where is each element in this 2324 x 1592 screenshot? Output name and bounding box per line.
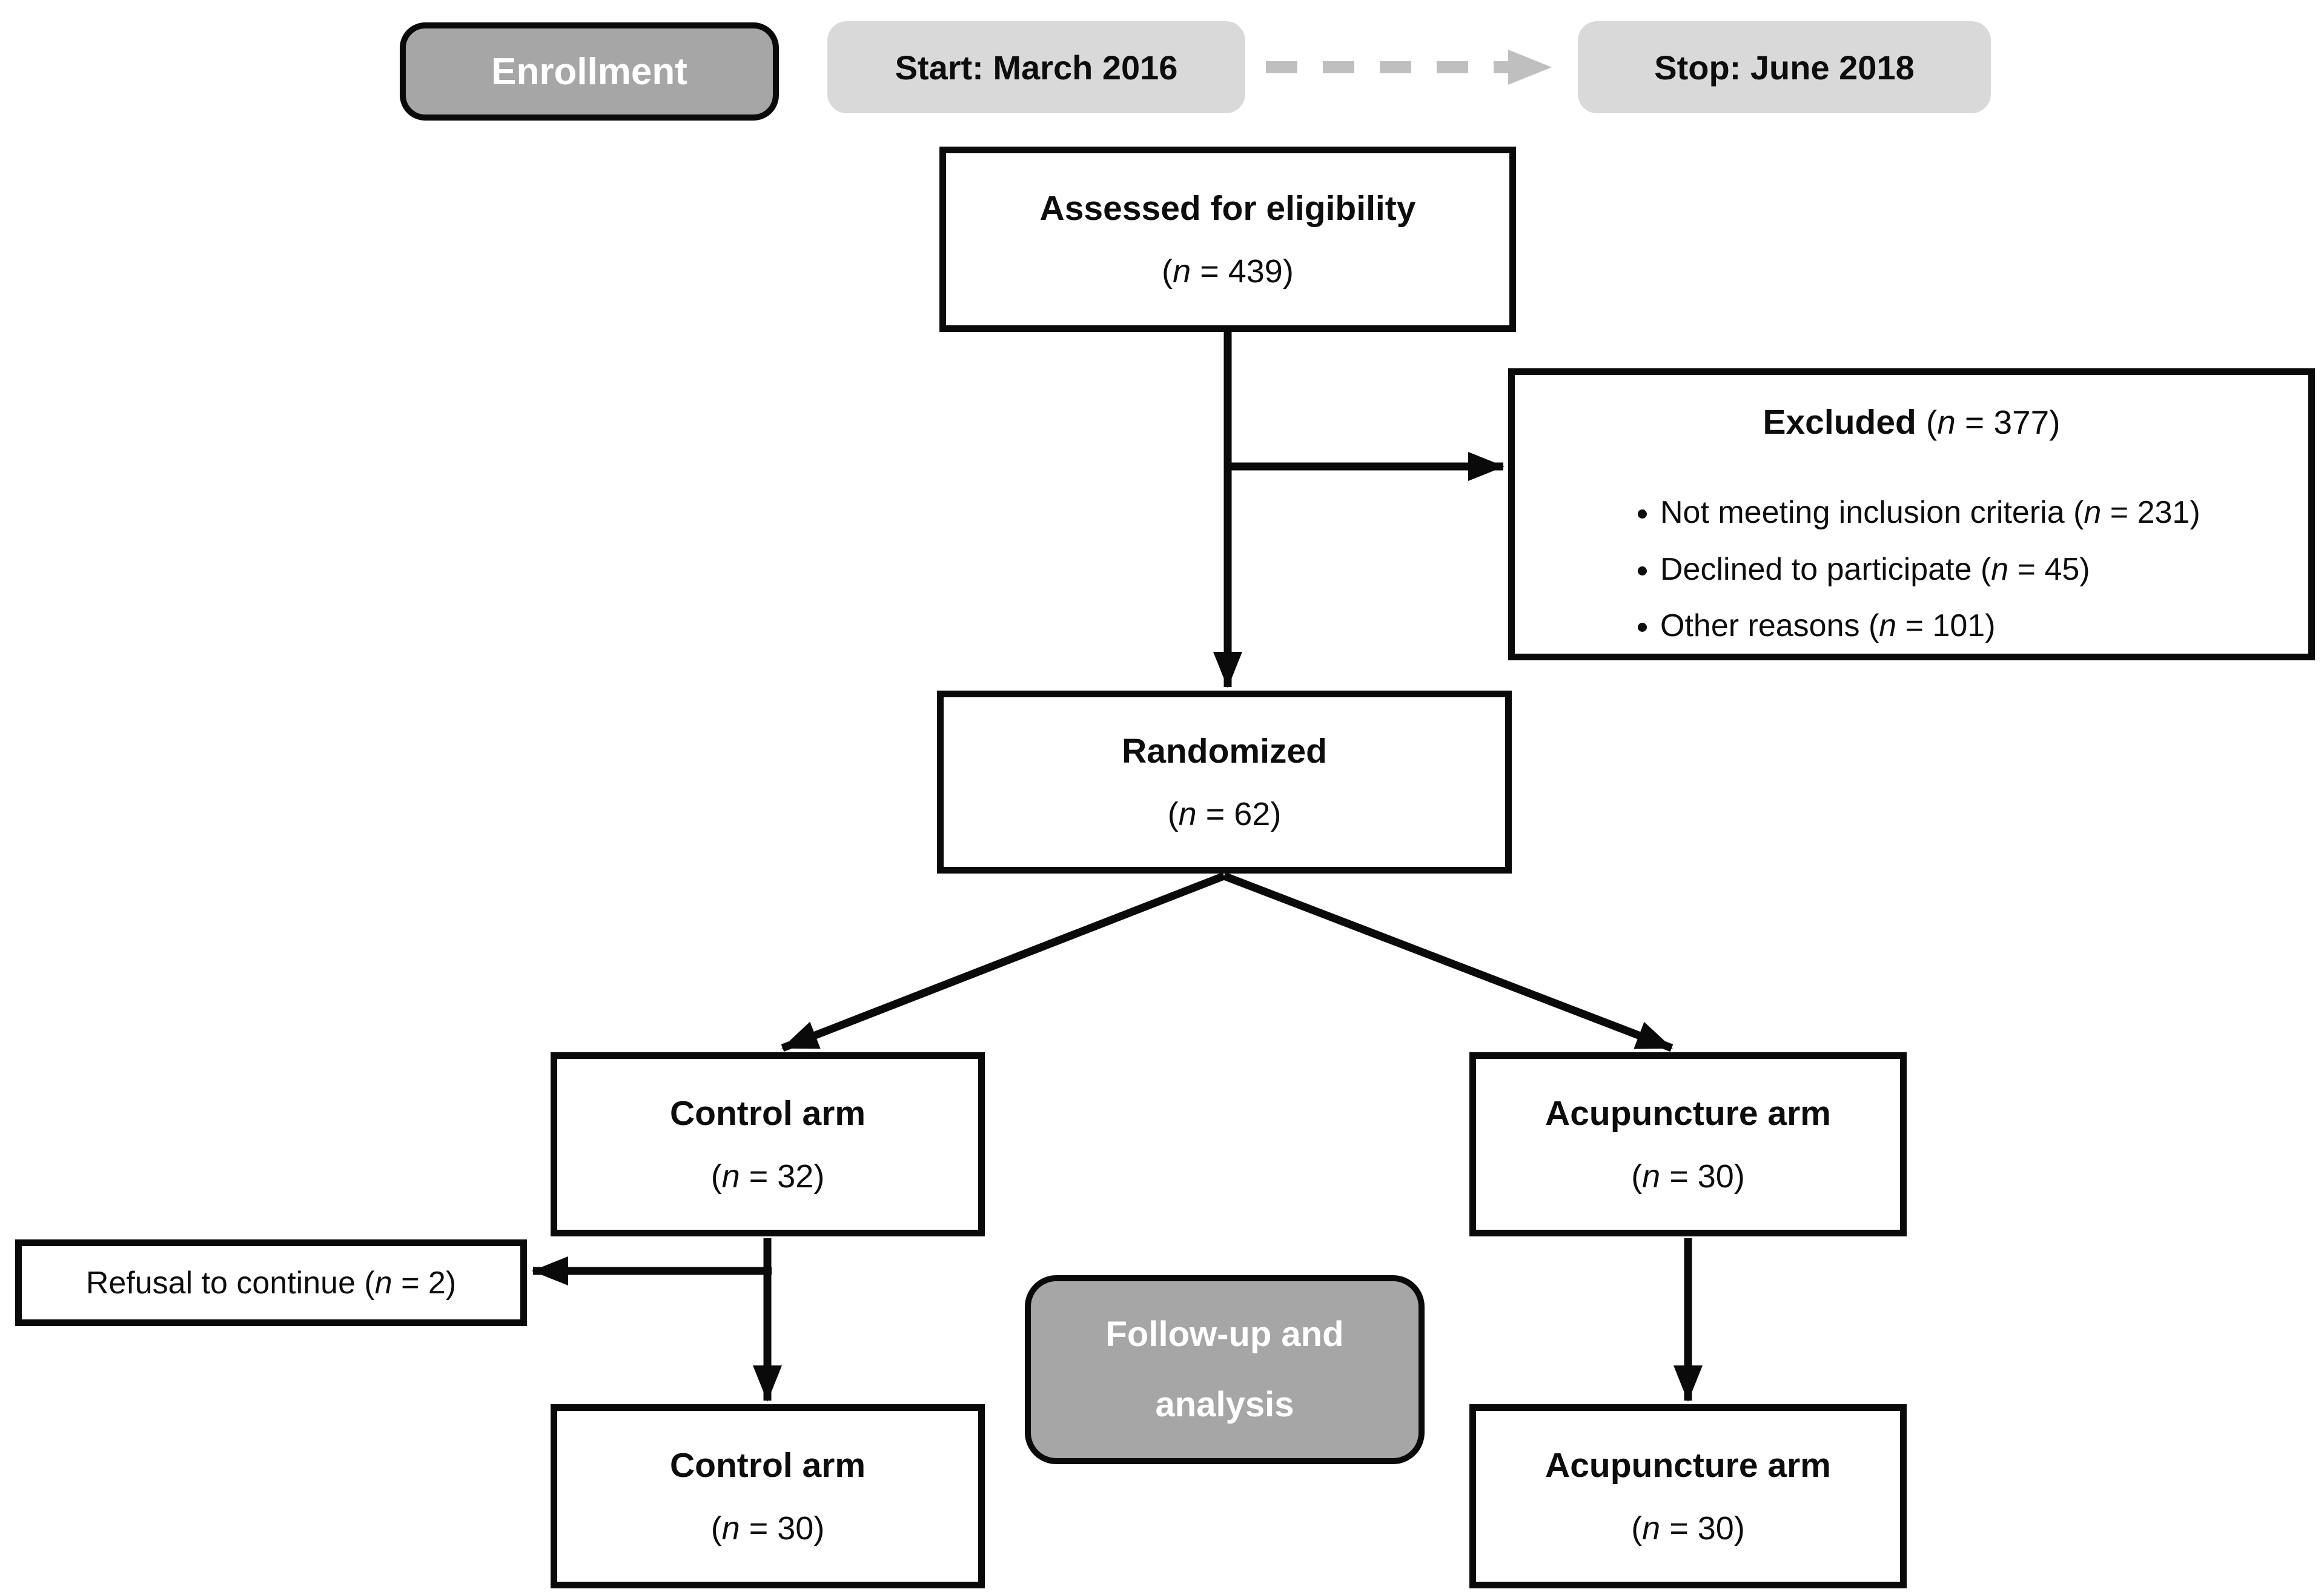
stop-date-chip: Stop: June 2018 [1578,21,1991,113]
acupuncture-arm-final-node: Acupuncture arm (n = 30) [1469,1404,1907,1588]
arrow-randomized-to-control [781,872,1226,1052]
acupuncture-arm-final-title: Acupuncture arm [1545,1445,1831,1485]
start-date-label: Start: March 2016 [895,48,1178,87]
start-date-chip: Start: March 2016 [827,21,1245,113]
assessed-count: (n = 439) [1162,253,1294,290]
control-arm-final-title: Control arm [669,1445,866,1485]
refusal-text: Refusal to continue (n = 2) [85,1265,457,1301]
enrollment-phase-label: Enrollment [491,50,687,93]
control-arm-node: Control arm (n = 32) [551,1052,985,1236]
refusal-to-continue-node: Refusal to continue (n = 2) [15,1239,527,1326]
assessed-for-eligibility-node: Assessed for eligibility (n = 439) [939,147,1516,332]
control-arm-final-node: Control arm (n = 30) [551,1404,985,1588]
excluded-node: Excluded(n = 377) Not meeting inclusion … [1508,368,2315,660]
excluded-reason-item: Declined to participate (n = 45) [1660,542,2200,599]
control-arm-title: Control arm [669,1093,866,1133]
excluded-reasons-list: Not meeting inclusion criteria (n = 231)… [1539,485,2200,655]
excluded-count: (n = 377) [1925,403,2061,441]
excluded-title: Excluded [1763,403,1916,442]
arrow-randomized-to-acupuncture [1222,872,1673,1052]
control-arm-count: (n = 32) [710,1158,825,1195]
excluded-reason-item: Not meeting inclusion criteria (n = 231) [1660,485,2200,542]
stop-date-label: Stop: June 2018 [1654,48,1915,87]
acupuncture-arm-title: Acupuncture arm [1545,1093,1831,1133]
randomized-title: Randomized [1122,731,1327,771]
followup-phase-label-line1: Follow-up and [1105,1315,1344,1354]
followup-phase-label-line2: analysis [1155,1385,1294,1424]
acupuncture-arm-count: (n = 30) [1631,1158,1745,1195]
excluded-reason-item: Other reasons (n = 101) [1660,598,2200,655]
excluded-heading: Excluded(n = 377) [1763,405,2060,440]
randomized-node: Randomized (n = 62) [937,691,1512,874]
acupuncture-arm-node: Acupuncture arm (n = 30) [1469,1052,1907,1236]
acupuncture-arm-final-count: (n = 30) [1631,1510,1745,1547]
randomized-count: (n = 62) [1167,795,1282,832]
control-arm-final-count: (n = 30) [710,1510,825,1547]
assessed-title: Assessed for eligibility [1039,188,1416,228]
followup-phase-pill: Follow-up and analysis [1025,1275,1425,1464]
enrollment-phase-pill: Enrollment [400,22,779,121]
